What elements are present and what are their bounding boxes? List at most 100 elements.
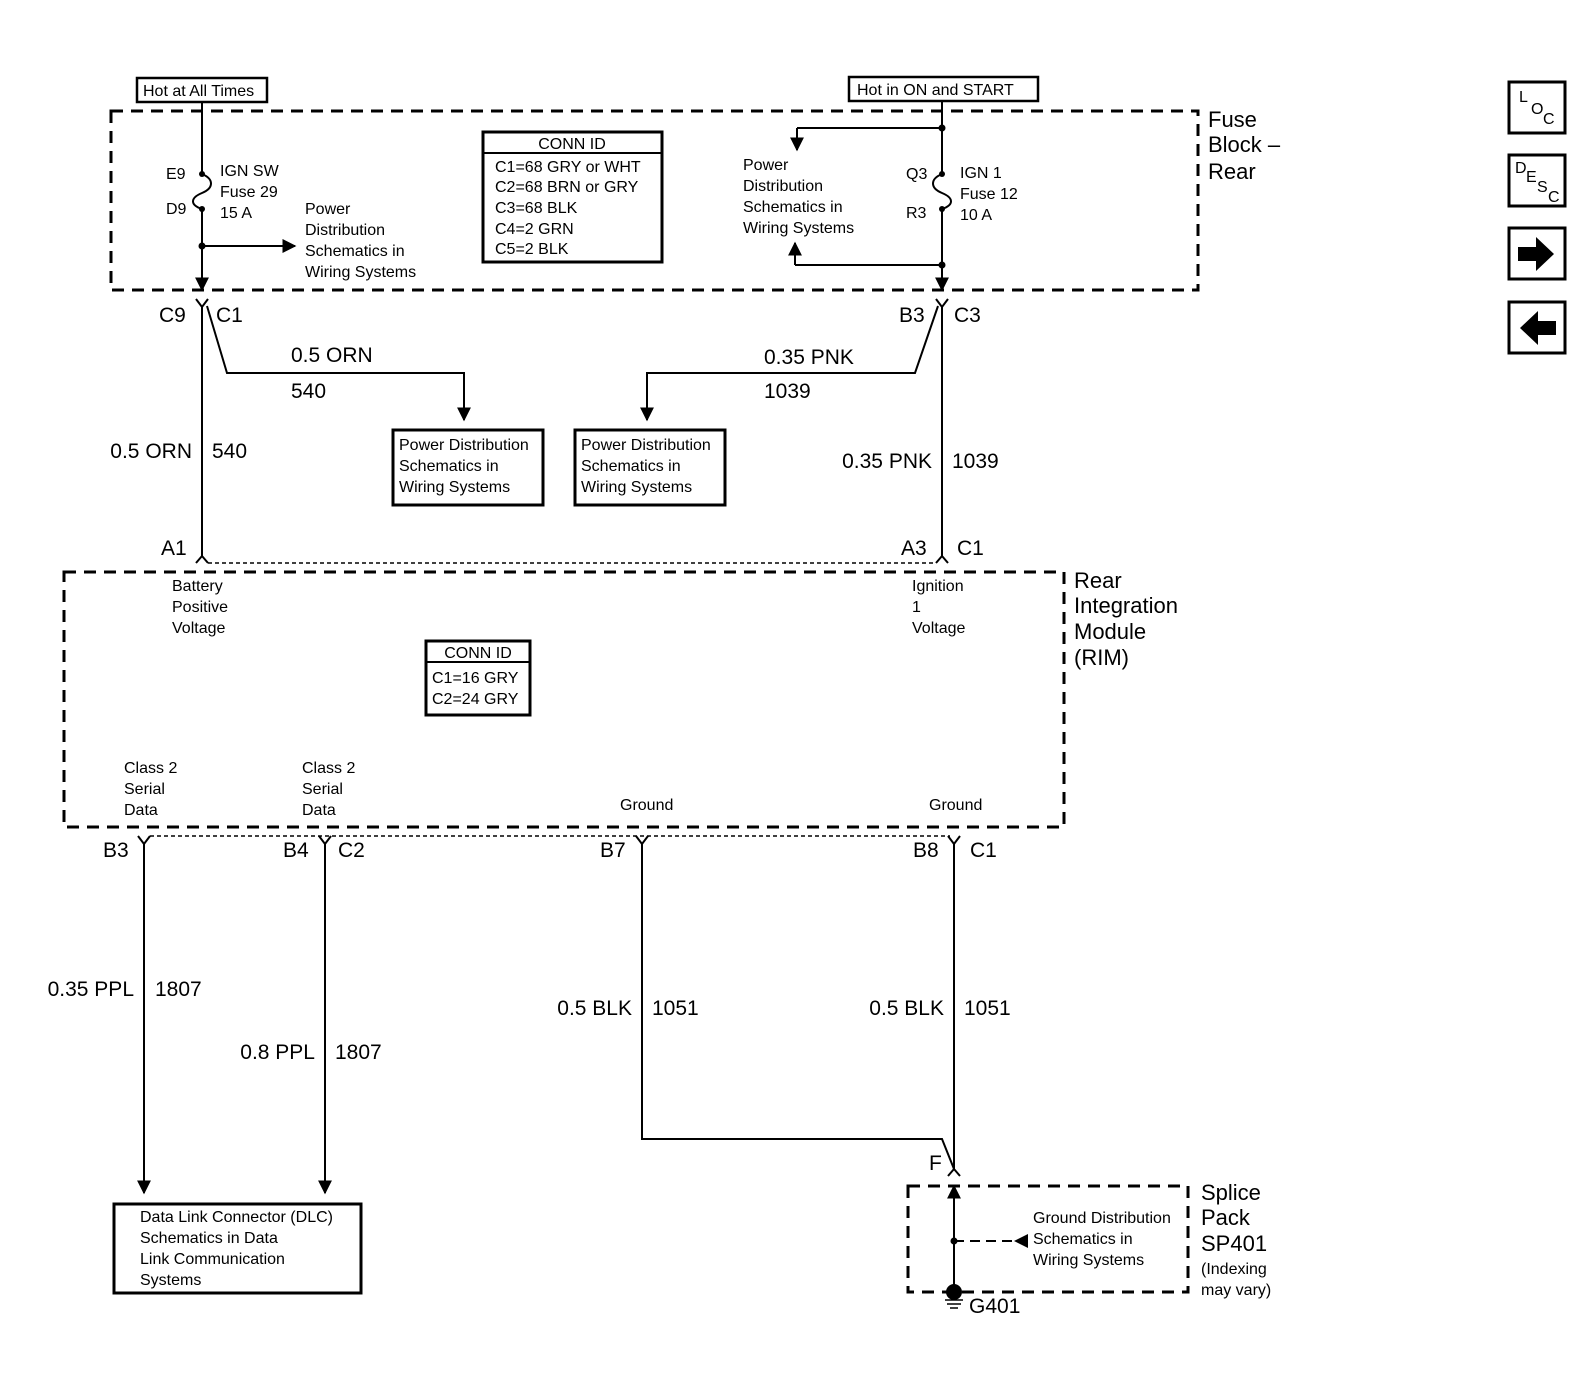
wire-blk-2: 0.5 BLK 1051	[869, 844, 1011, 1169]
svg-text:540: 540	[291, 380, 326, 403]
svg-text:Schematics in: Schematics in	[1033, 1231, 1133, 1248]
svg-text:Data Link Connector (DLC): Data Link Connector (DLC)	[140, 1209, 333, 1226]
svg-text:Wiring Systems: Wiring Systems	[581, 479, 692, 496]
svg-text:CONN ID: CONN ID	[538, 136, 606, 153]
prev-arrow-button[interactable]	[1507, 300, 1567, 355]
svg-text:0.35 PNK: 0.35 PNK	[842, 450, 932, 473]
svg-text:A3: A3	[901, 537, 927, 560]
wire-ppl-1: 0.35 PPL 1807	[48, 844, 202, 1195]
svg-text:Systems: Systems	[140, 1272, 201, 1289]
svg-text:1051: 1051	[652, 997, 699, 1020]
svg-text:F: F	[929, 1152, 942, 1175]
svg-text:Class 2: Class 2	[302, 760, 355, 777]
ref-box-power-distribution-left: Power Distribution Schematics in Wiring …	[391, 428, 545, 507]
svg-text:Power: Power	[305, 201, 351, 218]
fuse-block-ref-left: Power Distribution Schematics in Wiring …	[305, 201, 416, 281]
svg-text:C3=68 BLK: C3=68 BLK	[495, 200, 578, 217]
svg-text:C1: C1	[970, 839, 997, 862]
svg-text:Serial: Serial	[302, 781, 343, 798]
fuse-block-connector-left: C9 C1	[159, 298, 243, 327]
svg-text:Schematics in Data: Schematics in Data	[140, 1230, 278, 1247]
fuse-block-ref-right: Power Distribution Schematics in Wiring …	[743, 157, 854, 237]
rim-ground-label-a: Ground	[620, 797, 673, 814]
rim-outline	[62, 570, 1066, 829]
wire-blk-1: 0.5 BLK 1051	[557, 844, 955, 1170]
svg-text:Wiring Systems: Wiring Systems	[305, 264, 416, 281]
svg-text:Fuse 29: Fuse 29	[220, 184, 278, 201]
svg-text:0.5 BLK: 0.5 BLK	[557, 997, 632, 1020]
svg-text:C: C	[1548, 189, 1560, 206]
svg-text:1039: 1039	[764, 380, 811, 403]
svg-text:Serial: Serial	[124, 781, 165, 798]
svg-text:IGN 1: IGN 1	[960, 165, 1002, 182]
svg-text:(Indexing: (Indexing	[1201, 1261, 1267, 1278]
svg-text:Rear: Rear	[1074, 568, 1122, 593]
svg-text:Block –: Block –	[1208, 132, 1281, 157]
svg-text:Integration: Integration	[1074, 593, 1178, 618]
svg-text:1: 1	[912, 599, 921, 616]
wire-pnk-branch: 0.35 PNK 1039	[640, 305, 939, 422]
svg-text:SP401: SP401	[1201, 1231, 1267, 1256]
svg-text:Splice: Splice	[1201, 1180, 1261, 1205]
desc-button[interactable]: D E S C	[1507, 153, 1567, 208]
svg-text:C9: C9	[159, 304, 186, 327]
svg-text:C2=68 BRN or GRY: C2=68 BRN or GRY	[495, 179, 639, 196]
svg-text:Wiring Systems: Wiring Systems	[399, 479, 510, 496]
svg-text:Positive: Positive	[172, 599, 228, 616]
svg-text:Power: Power	[743, 157, 789, 174]
svg-text:Ground Distribution: Ground Distribution	[1033, 1210, 1171, 1227]
svg-text:Schematics in: Schematics in	[581, 458, 681, 475]
svg-text:B8: B8	[913, 839, 939, 862]
rim-top-connector: A1 A3 C1	[161, 537, 984, 564]
svg-text:1807: 1807	[335, 1041, 382, 1064]
svg-text:Class 2: Class 2	[124, 760, 177, 777]
loc-button[interactable]: L O C	[1507, 80, 1567, 135]
svg-text:C1=16 GRY: C1=16 GRY	[432, 670, 519, 687]
rim-ignition-label: Ignition 1 Voltage	[912, 578, 965, 637]
fuse-29: E9 D9 IGN SW Fuse 29 15 A	[166, 102, 297, 292]
svg-text:B3: B3	[103, 839, 129, 862]
svg-text:Q3: Q3	[906, 166, 927, 183]
svg-text:Schematics in: Schematics in	[399, 458, 499, 475]
rim-conn-id: CONN ID C1=16 GRY C2=24 GRY	[424, 639, 532, 717]
svg-text:Fuse 12: Fuse 12	[960, 186, 1018, 203]
fuse-block-conn-id: CONN ID C1=68 GRY or WHT C2=68 BRN or GR…	[481, 130, 664, 264]
svg-text:CONN ID: CONN ID	[444, 645, 512, 662]
svg-text:C3: C3	[954, 304, 981, 327]
svg-text:may vary): may vary)	[1201, 1282, 1271, 1299]
svg-text:L: L	[1519, 89, 1528, 106]
svg-text:S: S	[1537, 179, 1548, 196]
rim-ground-label-b: Ground	[929, 797, 982, 814]
svg-text:Wiring Systems: Wiring Systems	[1033, 1252, 1144, 1269]
splice-ground-ref: Ground Distribution Schematics in Wiring…	[1033, 1210, 1171, 1269]
svg-text:Voltage: Voltage	[912, 620, 965, 637]
svg-text:Module: Module	[1074, 619, 1146, 644]
svg-text:C2: C2	[338, 839, 365, 862]
rim-battery-label: Battery Positive Voltage	[172, 578, 228, 637]
fuse-block-connector-right: B3 C3	[899, 298, 981, 327]
svg-text:Rear: Rear	[1208, 159, 1256, 184]
rim-title: Rear Integration Module (RIM)	[1074, 568, 1178, 670]
source-hot-in-on-start: Hot in ON and START	[847, 75, 1040, 103]
svg-text:Schematics in: Schematics in	[743, 199, 843, 216]
svg-text:0.8 PPL: 0.8 PPL	[240, 1041, 315, 1064]
svg-text:E: E	[1526, 169, 1537, 186]
svg-text:B7: B7	[600, 839, 626, 862]
wire-ppl-2: 0.8 PPL 1807	[240, 844, 382, 1195]
rim-class2-label-b: Class 2 Serial Data	[302, 760, 355, 819]
svg-text:B4: B4	[283, 839, 309, 862]
svg-text:A1: A1	[161, 537, 187, 560]
svg-text:Data: Data	[302, 802, 336, 819]
svg-text:IGN SW: IGN SW	[220, 163, 280, 180]
next-arrow-button[interactable]	[1507, 226, 1567, 281]
svg-text:C1: C1	[957, 537, 984, 560]
svg-text:Data: Data	[124, 802, 158, 819]
svg-text:Link Communication: Link Communication	[140, 1251, 285, 1268]
svg-text:E9: E9	[166, 166, 186, 183]
svg-text:Fuse: Fuse	[1208, 107, 1257, 132]
svg-text:Wiring Systems: Wiring Systems	[743, 220, 854, 237]
svg-text:R3: R3	[906, 205, 927, 222]
fuse-block-rear-outline	[109, 109, 1200, 292]
wire-orn-branch: 0.5 ORN 540	[206, 305, 471, 422]
